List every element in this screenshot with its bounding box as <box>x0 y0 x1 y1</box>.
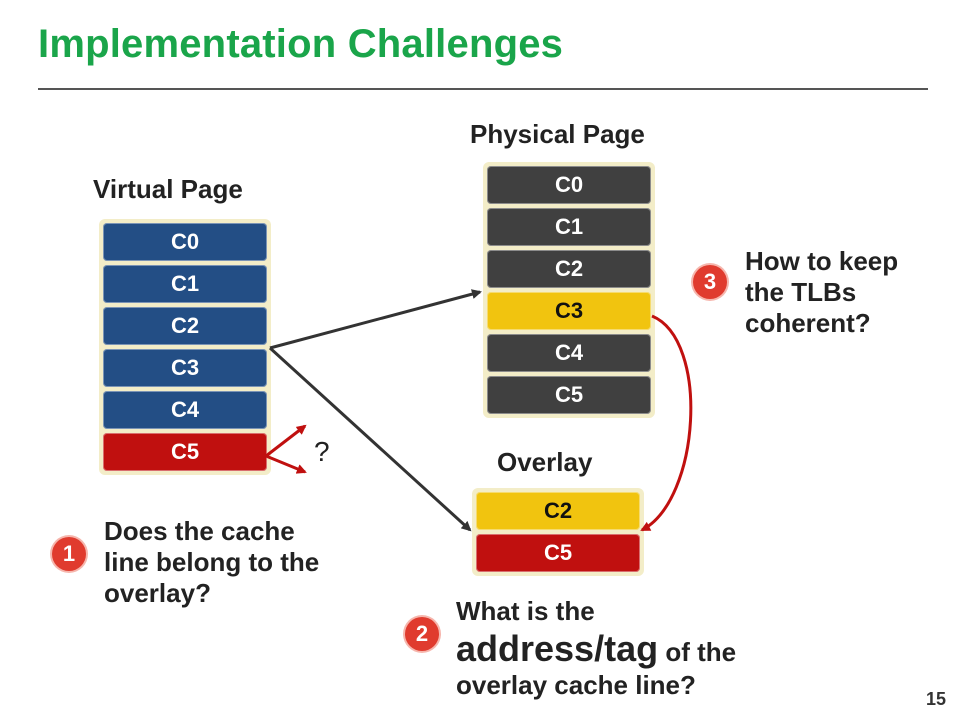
physical-page-cell-c2: C2 <box>487 250 651 288</box>
challenge-1-text: Does the cache line belong to the overla… <box>104 516 320 609</box>
challenge-3-badge: 3 <box>693 265 727 299</box>
arrow-virtual-to-overlay <box>268 346 472 532</box>
overlay-label: Overlay <box>497 447 593 477</box>
challenge-2-text: What is the address/tag of the overlay c… <box>456 596 816 702</box>
physical-page-cell-c5: C5 <box>487 376 651 414</box>
physical-page-cell-c1: C1 <box>487 208 651 246</box>
challenge-2-text-part1: What is the <box>456 596 595 626</box>
virtual-page-cell-c5: C5 <box>103 433 267 471</box>
physical-page-cell-c3: C3 <box>487 292 651 330</box>
physical-page-label: Physical Page <box>470 119 645 149</box>
physical-page-cell-c0: C0 <box>487 166 651 204</box>
arrow-c5-question-down <box>265 454 307 474</box>
virtual-page-cell-c4: C4 <box>103 391 267 429</box>
challenge-2-text-part2: of the <box>665 637 737 668</box>
virtual-page-cell-c1: C1 <box>103 265 267 303</box>
virtual-page-cell-c2: C2 <box>103 307 267 345</box>
title-divider <box>38 88 928 90</box>
challenge-2-text-part3: overlay cache line? <box>456 670 696 701</box>
arrow-c5-question-up <box>265 424 307 458</box>
challenge-1-badge: 1 <box>52 537 86 571</box>
arrow-c3-to-overlay-c2 <box>640 314 693 532</box>
virtual-page-label: Virtual Page <box>93 174 243 204</box>
slide-title: Implementation Challenges <box>38 22 564 66</box>
overlay-cell-c5: C5 <box>476 534 640 572</box>
arrow-virtual-to-physical <box>269 289 482 350</box>
page-number: 15 <box>925 689 946 709</box>
challenge-2-text-emphasis: address/tag <box>456 628 659 670</box>
physical-page-cell-c4: C4 <box>487 334 651 372</box>
virtual-page-cell-c3: C3 <box>103 349 267 387</box>
challenge-2-badge: 2 <box>405 617 439 651</box>
question-mark: ? <box>314 436 330 467</box>
overlay-cell-c2: C2 <box>476 492 640 530</box>
challenge-3-text: How to keep the TLBs coherent? <box>745 246 899 339</box>
virtual-page-cell-c0: C0 <box>103 223 267 261</box>
